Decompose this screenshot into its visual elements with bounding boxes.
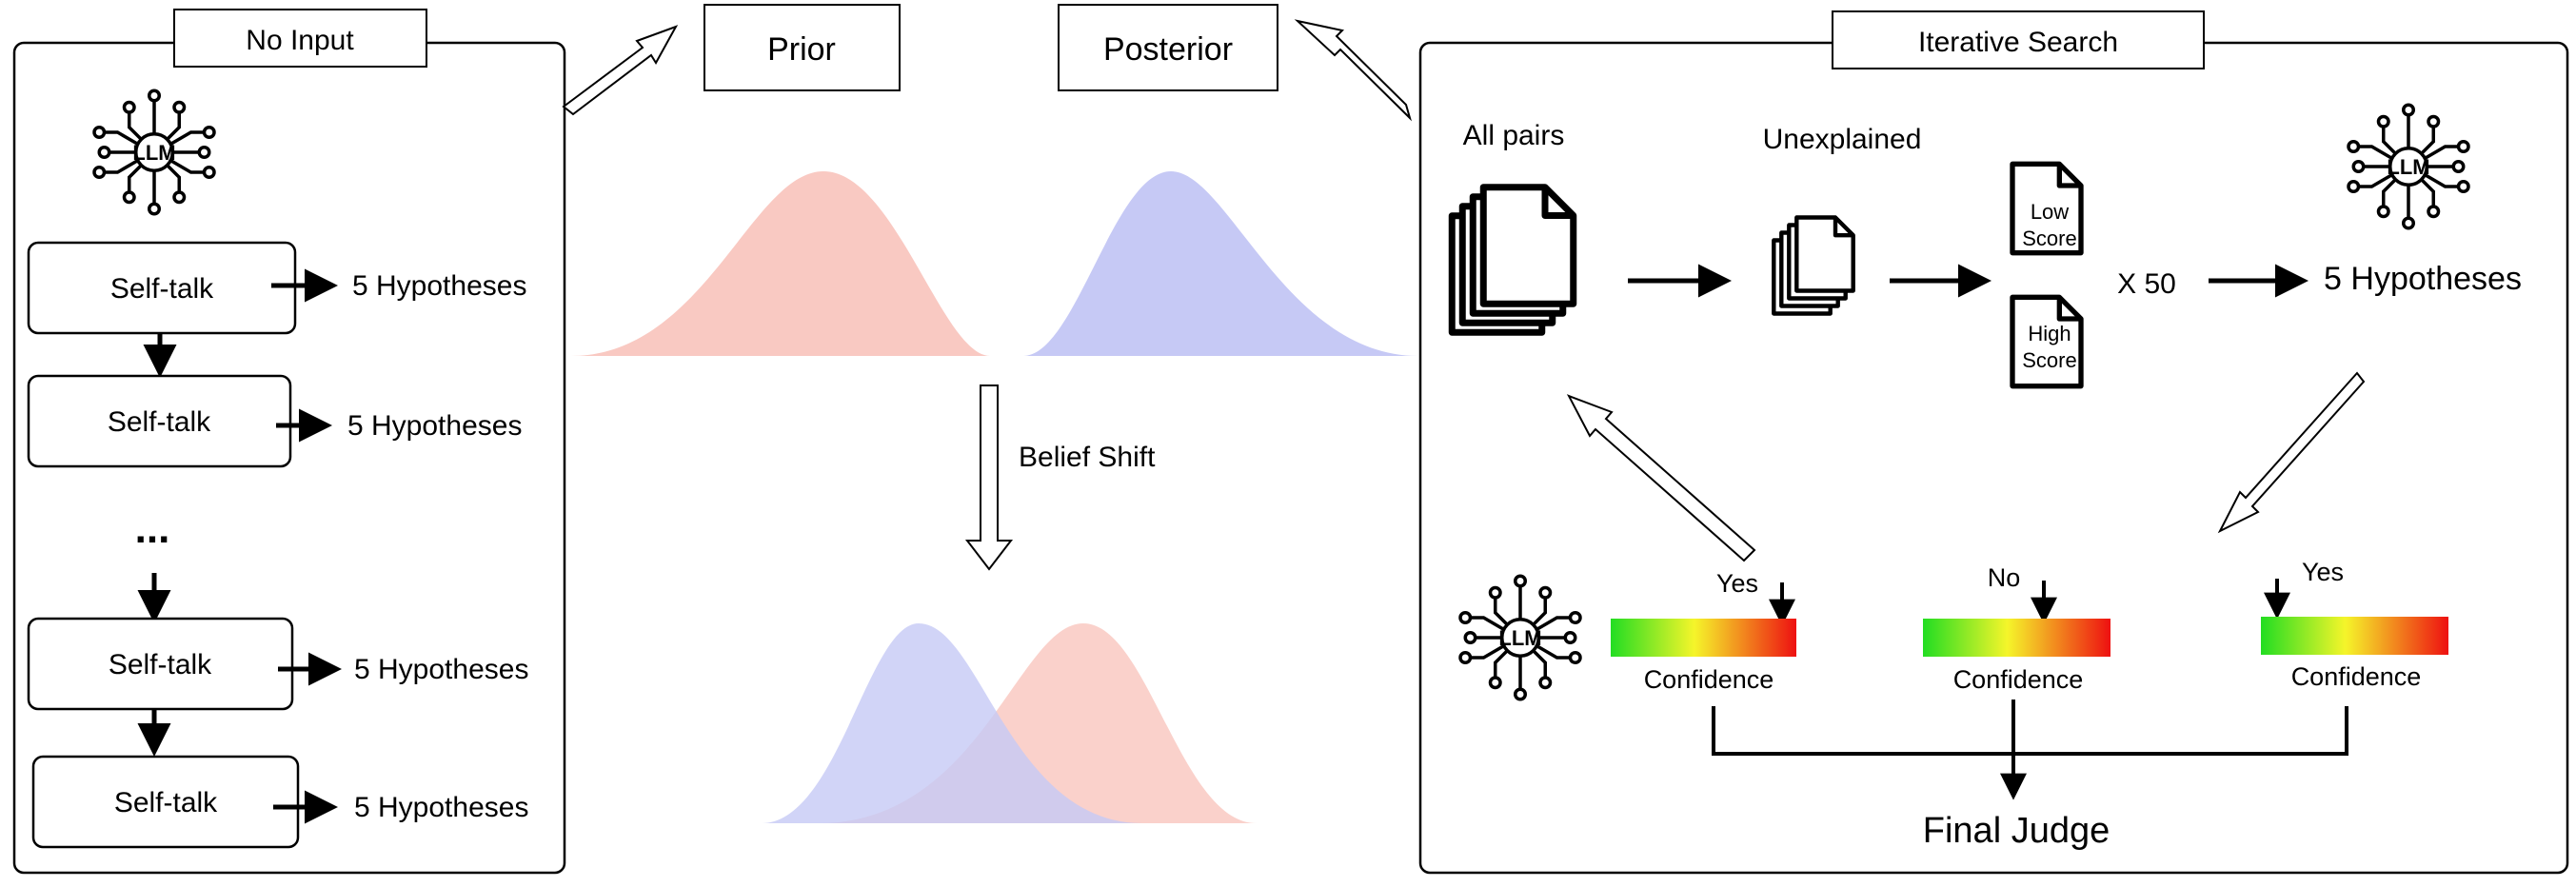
ellipsis-label: ...	[135, 505, 170, 552]
prior-distribution-curve	[571, 171, 990, 356]
confidence-bar-3	[2261, 617, 2448, 655]
hypotheses-label-4: 5 Hypotheses	[354, 792, 528, 823]
self-talk-box-4	[31, 755, 300, 849]
confidence-label-1: Confidence	[1644, 665, 1774, 694]
confidence-answer-2: No	[1988, 563, 2021, 592]
posterior-distribution-curve	[1023, 171, 1418, 356]
posterior-label: Posterior	[1103, 31, 1233, 68]
confidence-bar-1	[1611, 619, 1796, 657]
no-input-title-box	[173, 9, 427, 68]
confidence-label-2: Confidence	[1953, 665, 2084, 694]
document-stack-icon	[1452, 187, 1574, 333]
high-score-label-1: High	[2028, 322, 2071, 345]
self-talk-box-2	[27, 374, 292, 468]
low-score-label-2: Score	[2022, 227, 2076, 250]
hollow-arrow-icon	[1566, 394, 1756, 562]
prior-label: Prior	[767, 31, 836, 68]
confidence-answer-3: Yes	[2302, 558, 2344, 586]
hollow-arrow-icon	[964, 384, 1014, 571]
no-input-title: No Input	[246, 25, 354, 56]
self-talk-label-4: Self-talk	[114, 787, 218, 818]
shifted-posterior-curve	[762, 623, 1142, 823]
low-score-label-1: Low	[2031, 200, 2069, 224]
hypotheses-label-1: 5 Hypotheses	[352, 270, 526, 302]
hollow-arrow-icon	[1294, 19, 1413, 122]
llm-icon-label: LLM	[132, 141, 175, 165]
final-judge-connector	[1712, 700, 2348, 756]
prior-box	[703, 4, 901, 91]
iterative-search-title-box	[1832, 10, 2205, 69]
all-pairs-label: All pairs	[1463, 120, 1565, 151]
confidence-bar-2	[1923, 619, 2110, 657]
hypotheses-label-3: 5 Hypotheses	[354, 654, 528, 685]
posterior-box	[1058, 4, 1278, 91]
high-score-label-2: Score	[2022, 348, 2076, 372]
hollow-arrow-icon	[562, 25, 679, 116]
llm-icon-label: LLM	[1498, 626, 1541, 650]
hypotheses-output-label: 5 Hypotheses	[2324, 261, 2522, 297]
iterative-search-title: Iterative Search	[1918, 27, 2118, 58]
belief-shift-label: Belief Shift	[1019, 442, 1156, 473]
self-talk-label-2: Self-talk	[108, 406, 211, 438]
final-judge-label: Final Judge	[1923, 811, 2110, 851]
self-talk-label-3: Self-talk	[109, 649, 212, 680]
self-talk-box-3	[27, 617, 294, 711]
confidence-answer-1: Yes	[1716, 569, 1758, 598]
llm-icon-label: LLM	[2387, 155, 2429, 179]
self-talk-label-1: Self-talk	[110, 273, 214, 305]
times-50-label: X 50	[2117, 268, 2176, 300]
hypotheses-label-2: 5 Hypotheses	[347, 410, 522, 442]
document-stack-icon	[1773, 218, 1853, 314]
unexplained-label: Unexplained	[1763, 124, 1922, 155]
hollow-arrow-icon	[2217, 371, 2366, 534]
shifted-prior-curve	[819, 623, 1257, 823]
confidence-label-3: Confidence	[2291, 662, 2422, 691]
